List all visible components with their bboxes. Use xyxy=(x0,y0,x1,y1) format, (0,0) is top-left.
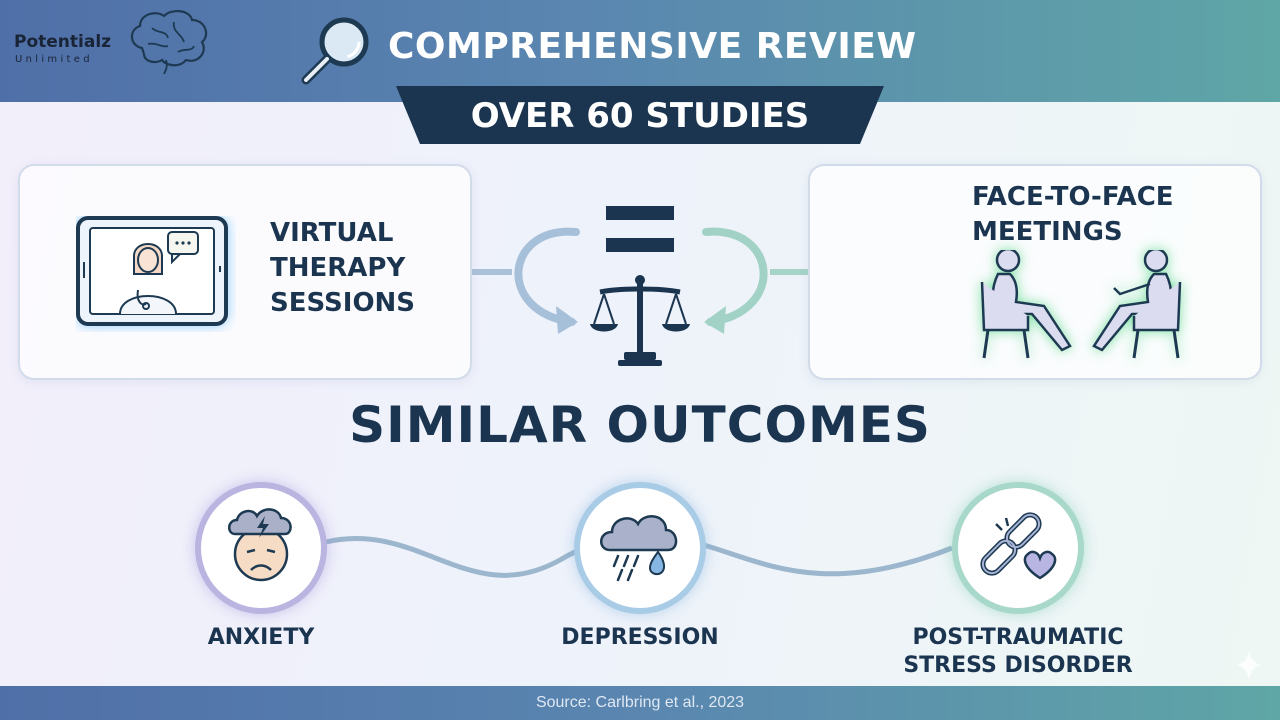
source-citation: Source: Carlbring et al., 2023 xyxy=(535,694,745,711)
similar-outcomes-heading: SIMILAR OUTCOMES xyxy=(349,396,931,454)
footer-band: Source: Carlbring et al., 2023 xyxy=(0,686,1280,720)
depression-label: DEPRESSION xyxy=(561,625,719,650)
balance-scale-icon xyxy=(590,275,690,366)
virtual-therapy-label: VIRTUAL THERAPY SESSIONS xyxy=(270,216,470,321)
ptsd-circle xyxy=(952,482,1084,614)
anxiety-circle xyxy=(195,482,327,614)
face-label-line2: MEETINGS xyxy=(972,217,1123,247)
virtual-label-line3: SESSIONS xyxy=(270,288,416,318)
virtual-label-line1: VIRTUAL xyxy=(270,218,394,248)
equals-icon xyxy=(606,206,674,252)
two-people-chairs-icon xyxy=(980,250,1182,359)
brain-icon xyxy=(130,10,208,74)
broken-chain-heart-icon xyxy=(980,512,1057,580)
ptsd-label-line1: POST-TRAUMATIC xyxy=(912,625,1124,650)
studies-ribbon: OVER 60 STUDIES xyxy=(396,86,884,144)
magnifier-icon xyxy=(301,17,369,85)
face-to-face-label: FACE-TO-FACE MEETINGS xyxy=(972,180,1252,250)
anxious-face-icon xyxy=(228,508,292,582)
rain-cloud-icon xyxy=(600,515,678,582)
sparkle-icon xyxy=(1236,650,1262,680)
tablet-doctor-icon xyxy=(76,216,228,326)
logo-name: Potentialz xyxy=(14,32,112,52)
brand-logo[interactable]: Potentialz Unlimited xyxy=(14,10,208,78)
face-to-face-card: FACE-TO-FACE MEETINGS xyxy=(808,164,1262,380)
virtual-therapy-card: VIRTUAL THERAPY SESSIONS xyxy=(18,164,472,380)
ptsd-label: POST-TRAUMATIC STRESS DISORDER xyxy=(880,624,1156,680)
anxiety-label: ANXIETY xyxy=(207,625,315,650)
face-label-line1: FACE-TO-FACE xyxy=(972,182,1174,212)
logo-subtitle: Unlimited xyxy=(15,54,93,65)
depression-circle xyxy=(574,482,706,614)
ptsd-label-line2: STRESS DISORDER xyxy=(903,653,1133,678)
virtual-label-line2: THERAPY xyxy=(270,253,406,283)
header-band: Potentialz Unlimited COMPREHENSIVE REVIE… xyxy=(0,0,1280,102)
ribbon-text: OVER 60 STUDIES xyxy=(470,96,810,136)
page-title: COMPREHENSIVE REVIEW xyxy=(388,26,917,67)
ribbon-shape xyxy=(396,86,884,144)
